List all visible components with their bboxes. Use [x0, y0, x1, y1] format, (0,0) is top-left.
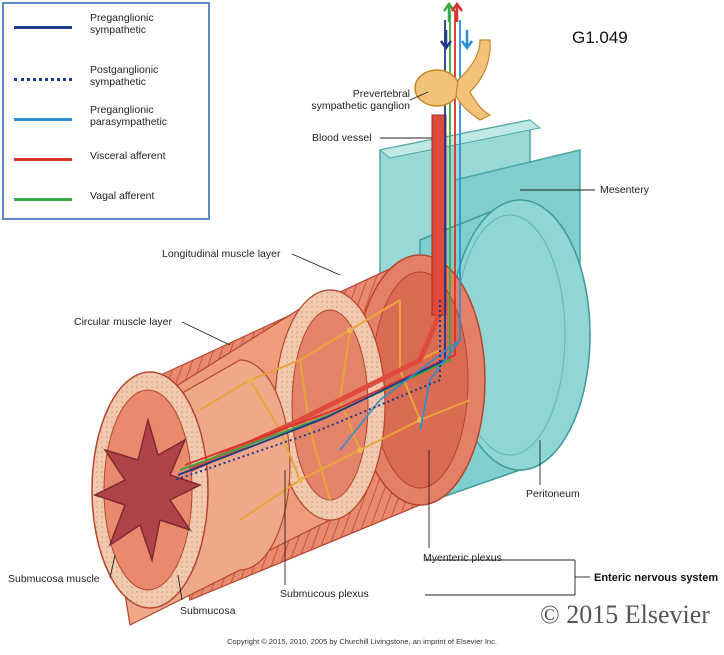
label-submucous-plexus: Submucous plexus: [280, 588, 369, 600]
label-blood-vessel: Blood vessel: [312, 132, 372, 144]
label-circular-muscle: Circular muscle layer: [74, 316, 173, 328]
label-submucosa-muscle: Submucosa muscle: [8, 573, 100, 585]
legend-swatch: [14, 158, 72, 161]
legend-item-vagal-afferent: Vagal afferent: [4, 190, 210, 224]
prevertebral-ganglion: [414, 39, 492, 121]
legend-label: Preganglionic parasympathetic: [90, 104, 168, 128]
label-myenteric-plexus: Myenteric plexus: [423, 552, 502, 564]
legend-label: Visceral afferent: [90, 150, 166, 162]
mucosa-lumen: [93, 417, 202, 563]
direction-arrows: [439, 1, 474, 51]
label-peritoneum: Peritoneum: [526, 488, 580, 500]
legend-swatch: [14, 118, 72, 121]
legend-swatch: [14, 198, 72, 201]
legend-item-visceral-afferent: Visceral afferent: [4, 150, 210, 184]
label-enteric-nervous-system: Enteric nervous system: [594, 572, 719, 584]
nerve-bundle: [174, 10, 461, 481]
legend-item-preganglionic-parasympathetic: Preganglionic parasympathetic: [4, 104, 210, 138]
label-mesentery: Mesentery: [600, 184, 650, 196]
legend-label: Preganglionic sympathetic: [90, 12, 154, 36]
legend-item-preganglionic-sympathetic: Preganglionic sympathetic: [4, 12, 210, 46]
legend-label: Vagal afferent: [90, 190, 155, 202]
copyright-watermark: © 2015 Elsevier: [540, 600, 710, 629]
label-submucosa: Submucosa: [180, 605, 236, 617]
figure-code: G1.049: [572, 28, 628, 47]
legend-swatch: [14, 26, 72, 29]
legend: Preganglionic sympathetic Postganglionic…: [2, 2, 210, 220]
legend-swatch: [14, 78, 72, 81]
label-longitudinal-muscle: Longitudinal muscle layer: [162, 248, 281, 260]
legend-label: Postganglionic sympathetic: [90, 64, 159, 88]
copyright-line: Copyright © 2015, 2010, 2005 by Churchil…: [227, 637, 497, 646]
leader-lines: [109, 91, 595, 601]
label-prevertebral-ganglion: Prevertebral sympathetic ganglion: [311, 88, 410, 112]
legend-item-postganglionic-sympathetic: Postganglionic sympathetic: [4, 64, 210, 98]
